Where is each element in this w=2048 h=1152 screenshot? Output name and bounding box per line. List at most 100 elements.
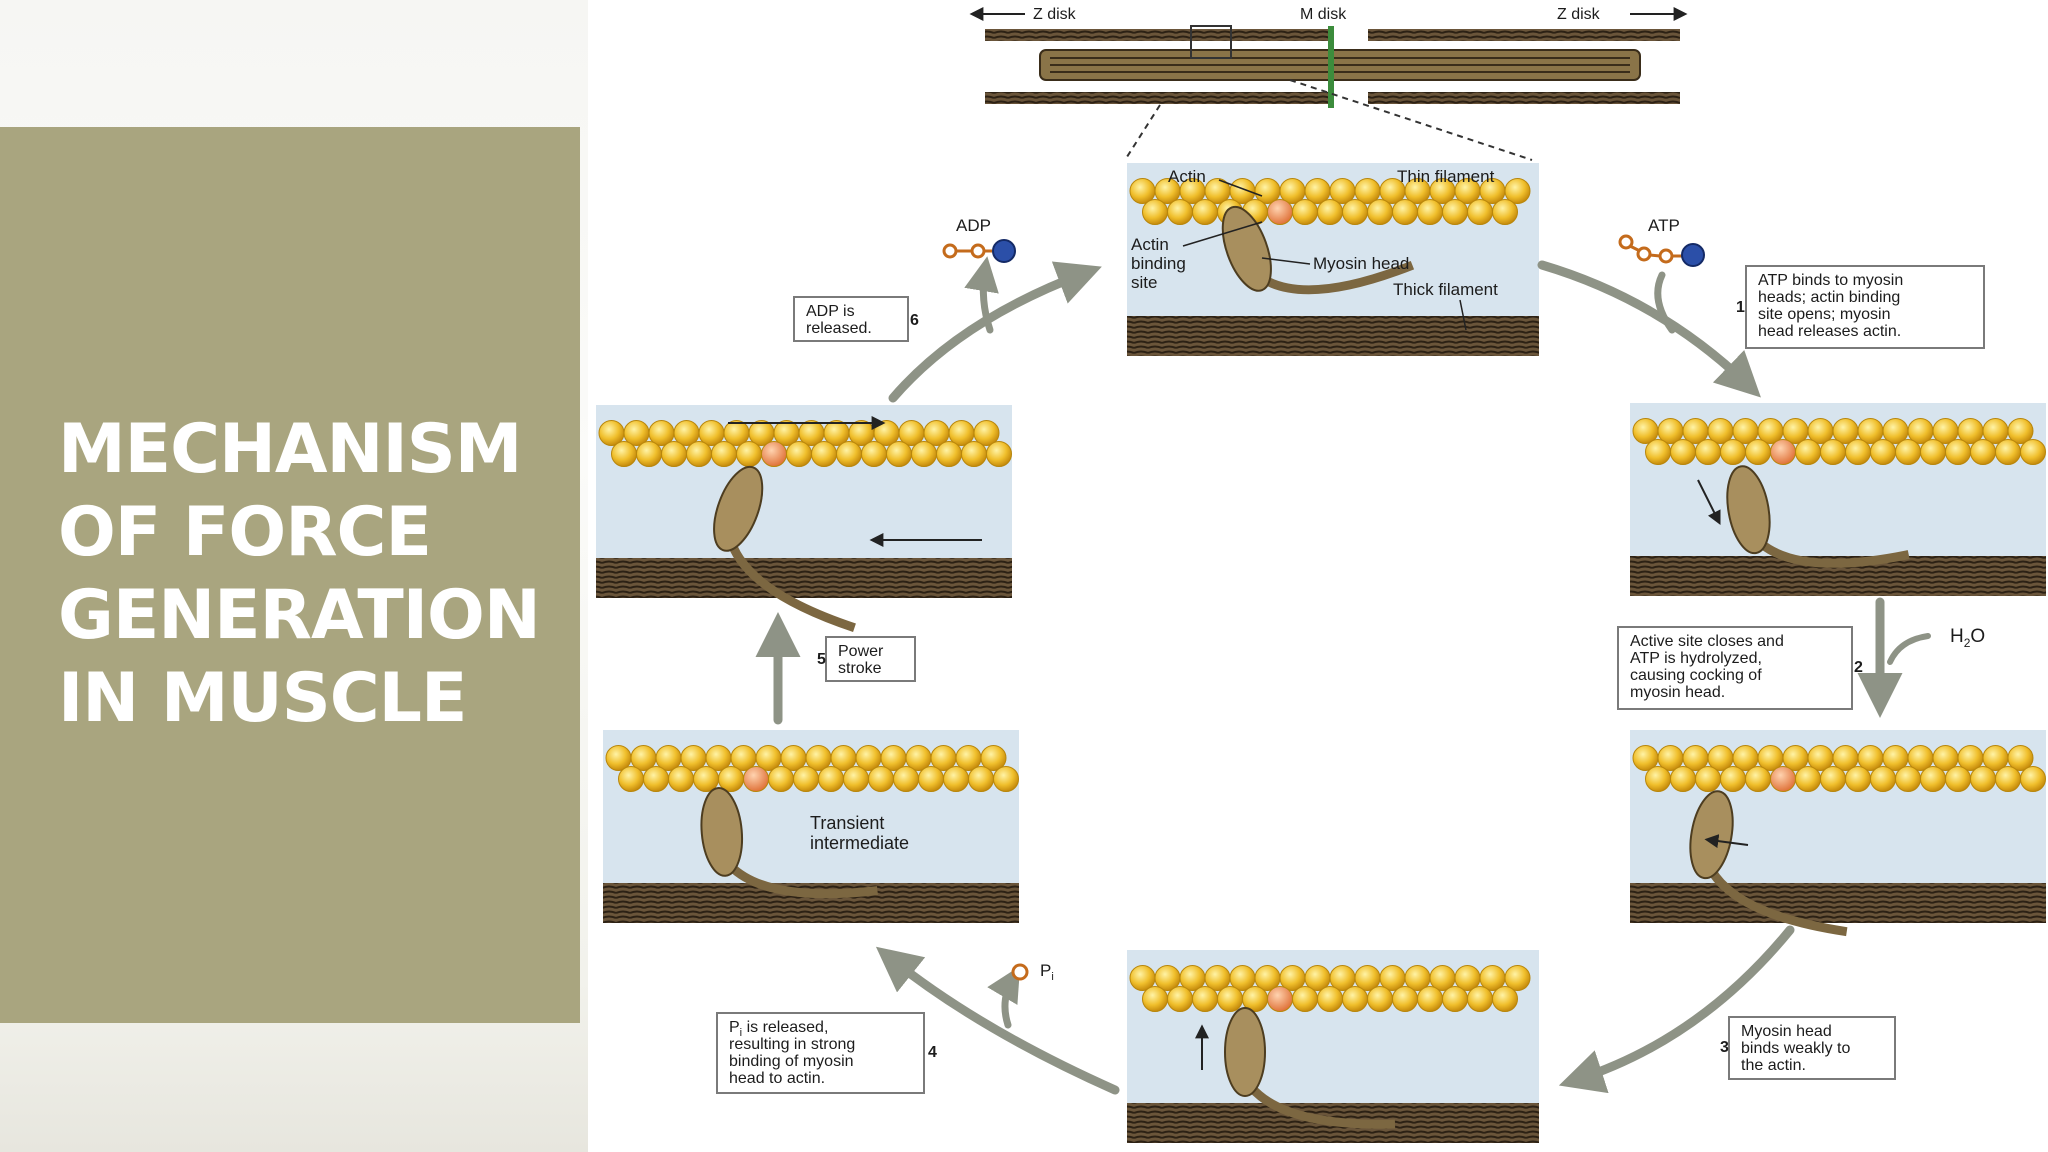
actin-bead — [1920, 766, 1946, 792]
myosin-head-pointer — [1261, 257, 1311, 265]
actin-bead — [1870, 766, 1896, 792]
actin-bead — [643, 766, 669, 792]
actin-bead — [686, 441, 712, 467]
step-text-line: ATP is hydrolyzed, — [1630, 650, 1762, 667]
step-number: 2 — [1854, 659, 1863, 676]
title-line-4: IN MUSCLE — [58, 659, 467, 738]
actin-bead — [1142, 986, 1168, 1012]
actin-binding-site-bead — [761, 441, 787, 467]
transient-intermediate-line-1: Transient — [810, 813, 884, 833]
actin-bead — [1795, 439, 1821, 465]
actin-bead — [636, 441, 662, 467]
thick-filament — [1630, 883, 2046, 923]
actin-bead — [1504, 178, 1531, 204]
actin-bead — [1645, 766, 1671, 792]
myosin-head — [1221, 205, 1415, 295]
zoom-line-right — [1289, 79, 1533, 161]
myosin-head-body — [1221, 205, 1272, 292]
actin-bead — [1167, 986, 1193, 1012]
actin-bead — [1467, 199, 1493, 225]
actin-bead — [1845, 766, 1871, 792]
m-disk-label: M disk — [1300, 6, 1347, 23]
myosin-head — [1726, 465, 1910, 568]
step-text-line: head releases actin. — [1758, 323, 1901, 340]
actin-bead — [836, 441, 862, 467]
panel-bottom — [1127, 950, 1539, 1143]
atp-entry-arrow — [1654, 271, 1676, 334]
actin-bead — [1895, 766, 1921, 792]
actin-bead — [1292, 986, 1318, 1012]
actin-bead — [711, 441, 737, 467]
actin-bead — [1945, 766, 1971, 792]
adp-label: ADP — [956, 216, 991, 235]
actin-pointer — [1218, 179, 1263, 197]
actin-bead — [1217, 986, 1243, 1012]
step-text-line: Active site closes and — [1630, 633, 1784, 650]
z-disk-right-label: Z disk — [1557, 6, 1601, 23]
actin-bead — [936, 441, 962, 467]
actin-filament — [1632, 745, 2046, 792]
actin-bead — [973, 420, 1000, 446]
actin-bead — [2020, 439, 2046, 465]
step-box — [1617, 626, 1853, 710]
title-line-3: GENERATION — [58, 576, 541, 655]
step-number: 1 — [1736, 299, 1745, 316]
myosin-neck — [727, 862, 878, 899]
myosin-head-label: Myosin head — [1313, 254, 1409, 273]
step-text-line: ADP is — [806, 303, 855, 320]
step-text-line: binds weakly to — [1741, 1040, 1850, 1057]
actin-bead — [1192, 986, 1218, 1012]
myosin-head — [700, 787, 878, 899]
actin-bead — [693, 766, 719, 792]
step-text-line: stroke — [838, 660, 882, 677]
actin-bead — [961, 441, 987, 467]
actin-bead — [1392, 986, 1418, 1012]
cycle-arrows — [755, 256, 1931, 1095]
zoom-box — [1190, 25, 1232, 59]
actin-bead — [1720, 766, 1746, 792]
actin-filament — [1129, 178, 1531, 225]
myosin-neck — [1757, 539, 1910, 568]
step-box — [825, 636, 916, 682]
step-text-line: site opens; myosin — [1758, 306, 1891, 323]
actin-bead — [1945, 439, 1971, 465]
motion-arrow — [1704, 834, 1749, 849]
actin-binding-site-line-2: binding — [1131, 254, 1186, 273]
actin-bead — [886, 441, 912, 467]
actin-binding-site-bead — [743, 766, 769, 792]
actin-bead — [1417, 986, 1443, 1012]
actin-bead — [1367, 986, 1393, 1012]
motion-arrow — [1697, 479, 1721, 526]
actin-bead — [1317, 986, 1343, 1012]
step-box — [716, 1012, 925, 1094]
actin-bead — [1820, 439, 1846, 465]
molecules: ADP ATP H2O Pi — [942, 216, 1985, 983]
title-panel — [0, 127, 580, 1023]
step-number: 3 — [1720, 1039, 1729, 1056]
myosin-head — [1224, 1007, 1396, 1129]
actin-filament — [1129, 965, 1531, 1012]
binding-site-pointer — [1182, 221, 1263, 247]
actin-bead — [618, 766, 644, 792]
actin-bead — [1720, 439, 1746, 465]
actin-bead — [1504, 965, 1531, 991]
actin-bead — [993, 766, 1019, 792]
actin-bead — [1970, 439, 1996, 465]
step-box — [1745, 265, 1985, 349]
actin-bead — [1920, 439, 1946, 465]
thin-filament-bottom-left — [985, 92, 1330, 104]
atp-molecule — [1618, 234, 1705, 267]
actin-bead — [1317, 199, 1343, 225]
zoom-line-left — [1124, 104, 1161, 161]
actin-bead — [1492, 986, 1518, 1012]
actin-bead — [811, 441, 837, 467]
myosin-neck — [1262, 260, 1415, 295]
step-text-line: ATP binds to myosin — [1758, 272, 1903, 289]
actin-bead — [2007, 745, 2034, 771]
